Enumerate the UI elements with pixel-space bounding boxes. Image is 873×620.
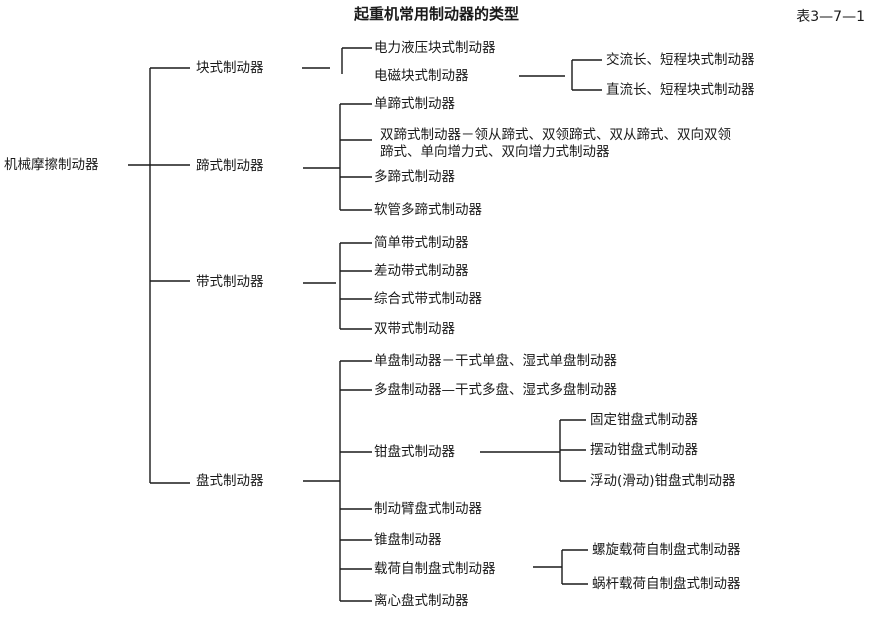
leaf-node: 制动臂盘式制动器: [374, 501, 482, 517]
leaf-node: 双蹄式制动器－领从蹄式、双领蹄式、双从蹄式、双向双领: [380, 127, 731, 143]
leaf-node: 单蹄式制动器: [374, 96, 455, 112]
leaf-node: 钳盘式制动器: [374, 444, 455, 460]
leaf-node: 多盘制动器—干式多盘、湿式多盘制动器: [374, 382, 617, 398]
leaf-node: 载荷自制盘式制动器: [374, 561, 496, 577]
leaf-node: 锥盘制动器: [374, 532, 442, 548]
leaf-node: 交流长、短程块式制动器: [606, 52, 755, 68]
leaf-node: 软管多蹄式制动器: [374, 202, 482, 218]
leaf-node: 简单带式制动器: [374, 235, 469, 251]
leaf-node: 直流长、短程块式制动器: [606, 82, 755, 98]
leaf-node: 离心盘式制动器: [374, 593, 469, 609]
category-block-brake: 块式制动器: [196, 60, 264, 76]
category-band-brake: 带式制动器: [196, 274, 264, 290]
leaf-node: 多蹄式制动器: [374, 169, 455, 185]
leaf-node: 蹄式、单向增力式、双向增力式制动器: [380, 144, 610, 160]
leaf-node: 电磁块式制动器: [374, 68, 469, 84]
leaf-node: 差动带式制动器: [374, 263, 469, 279]
leaf-node: 固定钳盘式制动器: [590, 412, 698, 428]
leaf-node: 摆动钳盘式制动器: [590, 442, 698, 458]
leaf-node: 蜗杆载荷自制盘式制动器: [592, 576, 741, 592]
table-number: 表3—7—1: [796, 9, 865, 25]
diagram-title: 起重机常用制动器的类型: [353, 5, 519, 23]
leaf-node: 双带式制动器: [374, 321, 455, 337]
category-shoe-brake: 蹄式制动器: [196, 158, 264, 174]
leaf-node: 综合式带式制动器: [374, 291, 482, 307]
leaf-node: 电力液压块式制动器: [374, 40, 496, 56]
root-node: 机械摩擦制动器: [4, 157, 99, 173]
leaf-node: 螺旋载荷自制盘式制动器: [592, 542, 741, 558]
category-disc-brake: 盘式制动器: [196, 473, 264, 489]
leaf-node: 单盘制动器－干式单盘、湿式单盘制动器: [374, 353, 617, 369]
leaf-node: 浮动(滑动)钳盘式制动器: [590, 473, 736, 489]
